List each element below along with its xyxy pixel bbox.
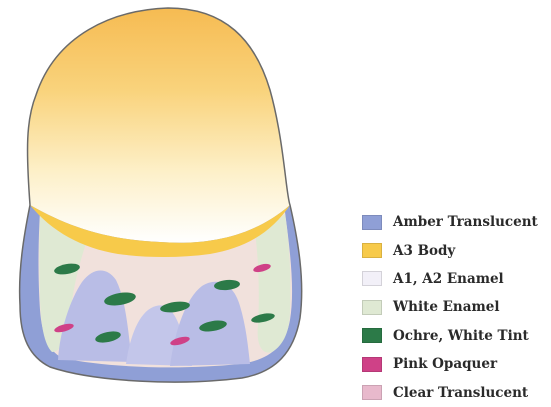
legend-label: Pink Opaquer xyxy=(393,356,497,372)
legend-swatch xyxy=(362,271,382,286)
legend-item-amber-translucent: Amber Translucent xyxy=(362,208,551,236)
legend-label: White Enamel xyxy=(393,299,499,315)
legend-label: A3 Body xyxy=(393,243,455,259)
legend-swatch xyxy=(362,357,382,372)
legend-swatch xyxy=(362,243,382,258)
legend: Amber Translucent A3 Body A1, A2 Enamel … xyxy=(362,208,551,407)
legend-item-ochre-white-tint: Ochre, White Tint xyxy=(362,322,551,350)
legend-swatch xyxy=(362,300,382,315)
legend-label: Clear Translucent xyxy=(393,385,528,401)
legend-item-a1-a2-enamel: A1, A2 Enamel xyxy=(362,265,551,293)
legend-swatch xyxy=(362,385,382,400)
legend-label: Ochre, White Tint xyxy=(393,328,529,344)
legend-swatch xyxy=(362,328,382,343)
legend-item-clear-translucent: Clear Translucent xyxy=(362,378,551,406)
legend-item-pink-opaquer: Pink Opaquer xyxy=(362,350,551,378)
legend-swatch xyxy=(362,215,382,230)
legend-label: A1, A2 Enamel xyxy=(393,271,504,287)
crown-enamel xyxy=(28,8,290,243)
legend-label: Amber Translucent xyxy=(393,214,538,230)
legend-item-a3-body: A3 Body xyxy=(362,236,551,264)
legend-item-white-enamel: White Enamel xyxy=(362,293,551,321)
